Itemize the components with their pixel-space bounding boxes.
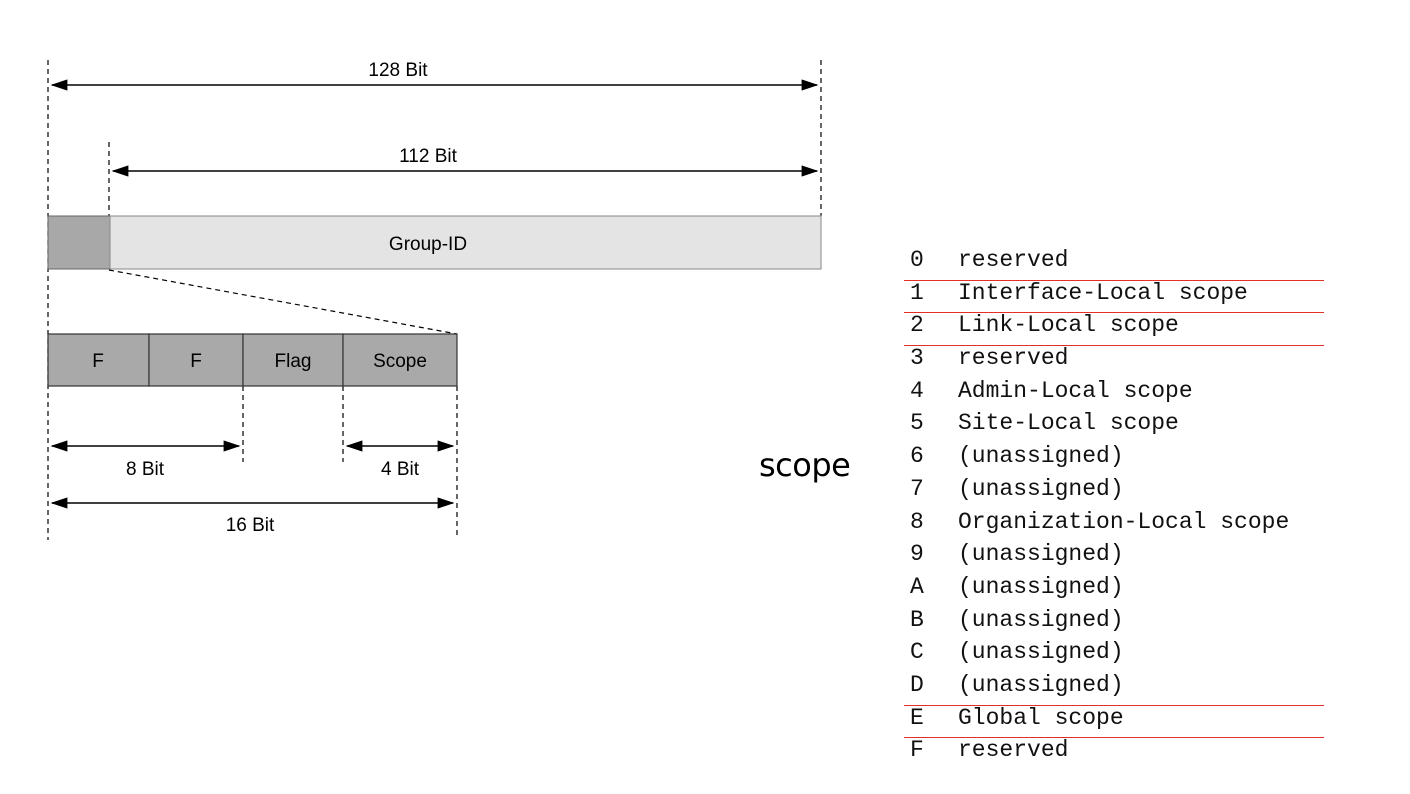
field-scope-label: Scope <box>373 351 427 372</box>
scope-meaning: (unassigned) <box>958 671 1124 698</box>
field-f1-label: F <box>92 351 104 372</box>
dim-112-label: 112 Bit <box>399 146 457 167</box>
group-id-block <box>109 215 822 270</box>
scope-meaning: (unassigned) <box>958 639 1124 666</box>
scope-row: D (unassigned) <box>910 670 1289 703</box>
zoom-line <box>108 269 458 335</box>
scope-code: 8 <box>910 508 924 535</box>
scope-code: B <box>910 606 924 633</box>
scope-meaning: (unassigned) <box>958 475 1124 502</box>
scope-code: 5 <box>910 410 924 437</box>
scope-meaning: (unassigned) <box>958 541 1124 568</box>
dim-128-label: 128 Bit <box>368 60 428 81</box>
scope-row: B (unassigned) <box>910 605 1289 638</box>
scope-row: 4 Admin-Local scope <box>910 376 1289 409</box>
scope-row: 5 Site-Local scope <box>910 408 1289 441</box>
scope-code: 4 <box>910 377 924 404</box>
scope-row: 3 reserved <box>910 343 1289 376</box>
field-scope <box>342 333 458 387</box>
scope-row: 0 reserved <box>910 245 1289 278</box>
scope-meaning: Link-Local scope <box>958 312 1179 339</box>
scope-code: 7 <box>910 475 924 502</box>
dim-16-label: 16 Bit <box>226 515 275 536</box>
scope-row: 9 (unassigned) <box>910 539 1289 572</box>
scope-code: 0 <box>910 247 924 273</box>
scope-code: E <box>910 704 924 731</box>
scope-meaning: (unassigned) <box>958 443 1124 470</box>
scope-meaning: Site-Local scope <box>958 410 1179 437</box>
scope-meaning: Global scope <box>958 704 1124 731</box>
scope-meaning: (unassigned) <box>958 606 1124 633</box>
scope-row: C (unassigned) <box>910 637 1289 670</box>
dim-4-label: 4 Bit <box>381 459 420 480</box>
scope-row: 7 (unassigned) <box>910 474 1289 507</box>
scope-code: 9 <box>910 541 924 568</box>
scope-meaning: Interface-Local scope <box>958 279 1248 306</box>
scope-meaning: reserved <box>958 345 1069 372</box>
scope-meaning: reserved <box>958 247 1069 273</box>
scope-meaning: reserved <box>958 737 1069 764</box>
scope-code: 3 <box>910 345 924 372</box>
prefix-block <box>47 215 111 270</box>
scope-row: 8 Organization-Local scope <box>910 507 1289 540</box>
scope-code: F <box>910 737 924 764</box>
scope-code: D <box>910 671 924 698</box>
scope-meaning: Admin-Local scope <box>958 377 1193 404</box>
field-f2 <box>148 333 244 387</box>
group-id-label: Group-ID <box>389 234 467 255</box>
scope-code: 2 <box>910 312 924 339</box>
field-flag-label: Flag <box>275 351 312 372</box>
scope-row: 6 (unassigned) <box>910 441 1289 474</box>
field-f2-label: F <box>190 351 202 372</box>
scope-code: 1 <box>910 279 924 306</box>
scope-row: 2 Link-Local scope <box>903 310 1325 346</box>
scope-meaning: (unassigned) <box>958 573 1124 600</box>
scope-heading: scope <box>759 446 851 484</box>
field-flag <box>242 333 344 387</box>
multicast-address-diagram: 128 Bit 112 Bit Group-ID F F Flag Scope … <box>47 60 822 540</box>
scope-meaning: Organization-Local scope <box>958 508 1290 535</box>
scope-code: A <box>910 573 924 600</box>
scope-row: E Global scope <box>903 703 1325 738</box>
scope-value-table: 0 reserved 1 Interface-Local scope 2 Link-Loc… <box>903 245 1325 768</box>
scope-row: 1 Interface-Local scope <box>903 278 1325 314</box>
scope-row: A (unassigned) <box>910 572 1289 605</box>
dim-8-label: 8 Bit <box>126 459 165 480</box>
scope-code: C <box>910 639 924 666</box>
scope-code: 6 <box>910 443 924 470</box>
